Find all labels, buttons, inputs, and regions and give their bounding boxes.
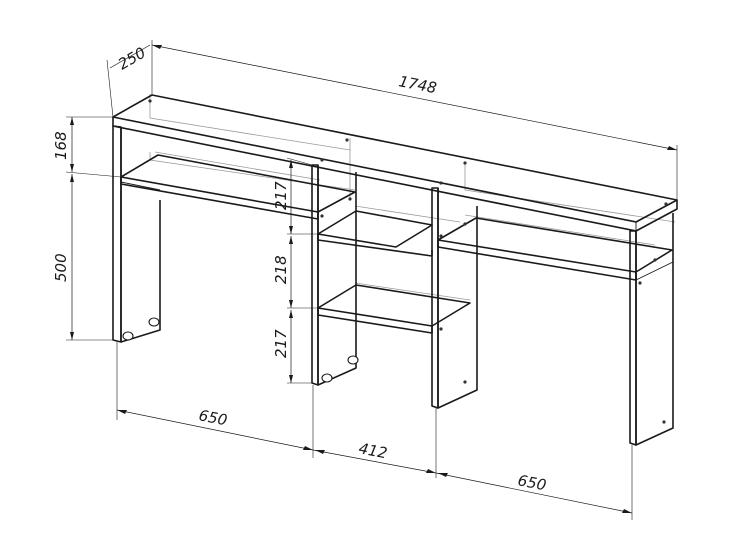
dim-left-section-label: 650 xyxy=(197,406,229,429)
right-side-panel xyxy=(629,213,674,446)
leveling-feet xyxy=(122,317,359,383)
dim-depth-label: 250 xyxy=(115,44,149,74)
dim-right-section-label: 650 xyxy=(516,471,548,494)
dimension-lines xyxy=(70,44,678,514)
dim-top-gap-label: 168 xyxy=(52,131,70,160)
extension-lines xyxy=(65,40,678,520)
dim-height-label: 500 xyxy=(52,253,70,282)
hidden-lines xyxy=(149,94,676,301)
dim-center-shelf-1-label: 217 xyxy=(272,181,290,210)
dim-center-section-label: 412 xyxy=(357,439,389,462)
left-side-panel xyxy=(112,125,161,343)
dowel-marks xyxy=(148,99,668,424)
right-shelf xyxy=(437,217,673,281)
center-left-panel xyxy=(311,164,357,386)
dimension-labels: 250 1748 168 500 217 218 217 650 412 650 xyxy=(52,44,548,495)
dim-center-shelf-2-label: 218 xyxy=(272,255,290,284)
left-shelf xyxy=(120,154,356,220)
dim-total-width-label: 1748 xyxy=(397,72,438,97)
center-shelves xyxy=(317,210,471,334)
dim-center-shelf-3-label: 217 xyxy=(272,329,290,358)
